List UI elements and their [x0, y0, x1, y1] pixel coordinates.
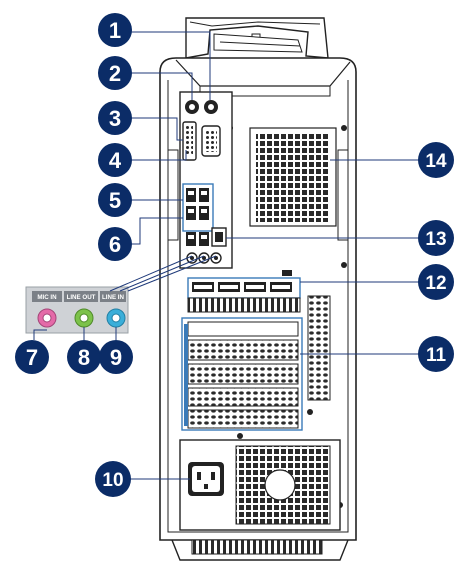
- io-shield: [180, 92, 232, 268]
- callout-8: 8: [67, 340, 101, 374]
- callout-6-label: 6: [109, 232, 121, 257]
- callout-4: 4: [98, 143, 132, 177]
- lan-port: [212, 228, 226, 246]
- callout-14: 14: [418, 142, 454, 178]
- callout-10-label: 10: [102, 470, 123, 491]
- audio-inset-panel: MIC IN LINE OUT LINE IN: [26, 287, 128, 333]
- callout-12-label: 12: [425, 273, 446, 294]
- line-out-jack: [75, 309, 93, 327]
- callout-11-label: 11: [426, 345, 447, 366]
- rear-fan-grille: [250, 128, 336, 226]
- ps2-mouse-port: [204, 100, 218, 114]
- callout-12: 12: [418, 264, 454, 300]
- callout-8-label: 8: [78, 345, 90, 370]
- callout-6: 6: [98, 227, 132, 261]
- ps2-keyboard-port: [185, 100, 199, 114]
- callout-13: 13: [418, 220, 454, 256]
- callout-1-label: 1: [109, 18, 121, 43]
- callout-5: 5: [98, 183, 132, 217]
- power-supply: [180, 440, 340, 530]
- line-in-jack: [107, 309, 125, 327]
- callout-9-label: 9: [110, 345, 122, 370]
- callout-5-label: 5: [109, 188, 121, 213]
- line-out-label: LINE OUT: [67, 294, 96, 301]
- callout-2-label: 2: [109, 61, 121, 86]
- power-connector: [188, 462, 224, 496]
- callout-3-label: 3: [109, 106, 121, 131]
- callout-14-label: 14: [425, 151, 447, 172]
- line-in-label: LINE IN: [102, 294, 125, 301]
- expansion-slots: [182, 318, 302, 430]
- vga-port: [202, 126, 220, 156]
- callout-9: 9: [99, 340, 133, 374]
- callout-3: 3: [98, 101, 132, 135]
- callout-11: 11: [418, 336, 454, 372]
- callout-10: 10: [95, 461, 131, 497]
- callout-1: 1: [98, 13, 132, 47]
- mic-in-label: MIC IN: [37, 294, 57, 301]
- mic-in-jack: [38, 309, 56, 327]
- callout-13-label: 13: [425, 229, 446, 250]
- callout-7-label: 7: [26, 345, 38, 370]
- dvi-port: [183, 122, 196, 160]
- callout-7: 7: [15, 340, 49, 374]
- side-vent: [308, 296, 330, 400]
- callout-4-label: 4: [109, 148, 122, 173]
- callout-2: 2: [98, 56, 132, 90]
